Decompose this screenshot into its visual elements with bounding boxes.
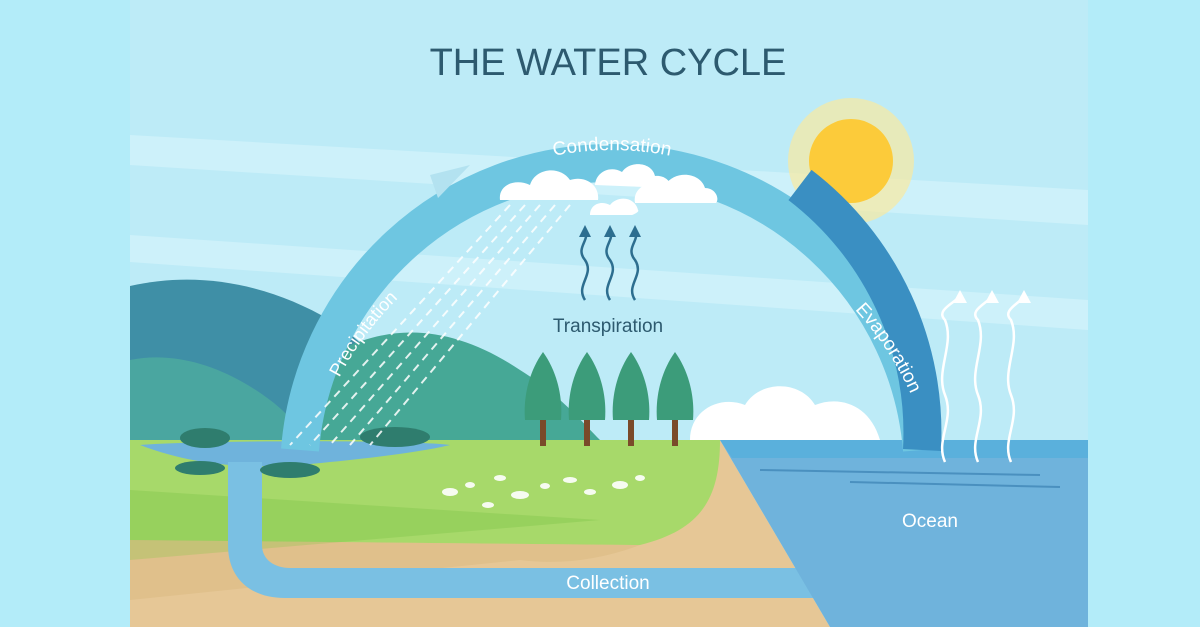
cloud-low: [690, 386, 880, 440]
rain-streaks: [289, 204, 571, 446]
lake: [140, 441, 450, 467]
cycle-arc: [281, 143, 941, 452]
tree: [656, 352, 694, 446]
tree: [524, 352, 562, 446]
cloud-group: [499, 164, 718, 215]
ocean-wave-line: [759, 469, 1041, 476]
transpiration-label: Transpiration: [553, 316, 663, 337]
tree: [568, 352, 606, 446]
page-title: THE WATER CYCLE: [430, 42, 787, 84]
ocean-label: Ocean: [902, 511, 958, 532]
sun-icon: [809, 119, 893, 203]
bush: [360, 427, 430, 447]
hill-front: [130, 357, 310, 440]
bush: [175, 461, 225, 475]
evaporation-arc: [788, 169, 942, 452]
transpiration-arrows: [580, 231, 640, 301]
tree: [612, 352, 650, 446]
transpiration-arrowheads: [579, 225, 641, 237]
collection-river: [228, 462, 840, 598]
ocean: [720, 440, 1088, 627]
arc-arrow-segment: [430, 165, 470, 198]
bush: [260, 462, 320, 478]
evaporation-arrowheads: [953, 290, 1031, 303]
ocean-wave-line: [849, 481, 1061, 488]
bush: [180, 428, 230, 448]
evaporation-arrows: [940, 295, 1026, 463]
pebbles: [442, 475, 645, 508]
collection-label: Collection: [566, 573, 649, 594]
